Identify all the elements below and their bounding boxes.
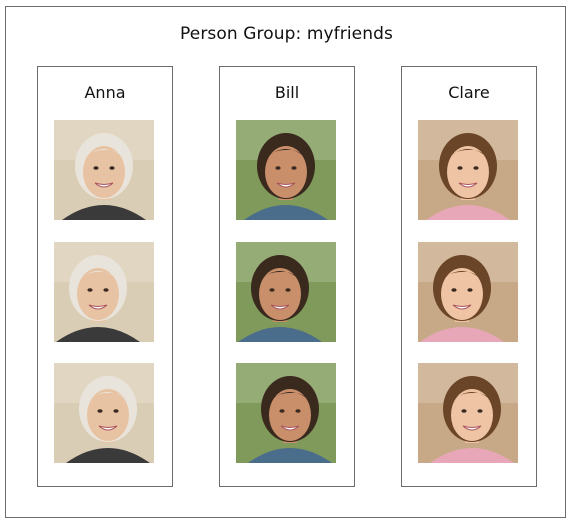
face-portrait-image [236,120,336,220]
person-name-clare: Clare [448,83,490,102]
face-photo-anna-2 [54,242,154,342]
face-portrait-image [418,363,518,463]
face-photo-anna-3 [54,363,154,463]
face-portrait-image [54,120,154,220]
person-name-bill: Bill [274,83,300,102]
face-photo-clare-3 [418,363,518,463]
face-portrait-image [54,363,154,463]
face-portrait-image [418,120,518,220]
face-photo-clare-2 [418,242,518,342]
face-portrait-image [236,242,336,342]
face-portrait-image [236,363,336,463]
face-portrait-image [418,242,518,342]
person-column-clare: Clare [401,66,537,487]
face-photo-bill-3 [236,363,336,463]
face-photo-bill-1 [236,120,336,220]
person-name-anna: Anna [84,83,126,102]
face-portrait-image [54,242,154,342]
face-photo-anna-1 [54,120,154,220]
face-photo-clare-1 [418,120,518,220]
person-column-anna: Anna [37,66,173,487]
person-column-bill: Bill [219,66,355,487]
person-group-title: Person Group: myfriends [180,24,393,44]
face-photo-bill-2 [236,242,336,342]
